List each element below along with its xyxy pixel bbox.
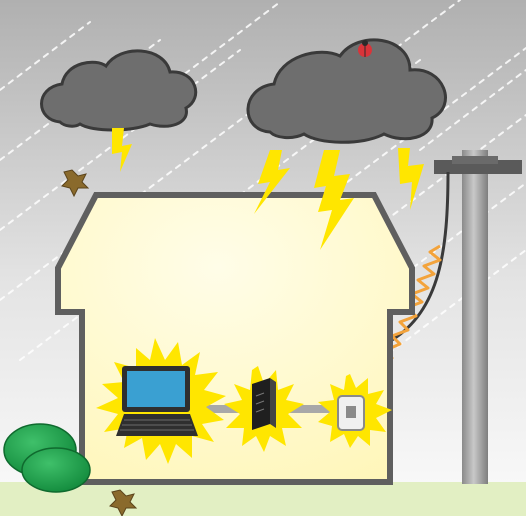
house xyxy=(55,192,415,485)
leaf-icon xyxy=(61,169,90,198)
grass xyxy=(0,482,526,516)
lightning-bolt-icon xyxy=(112,128,424,250)
utility-pole-icon xyxy=(434,150,522,484)
storm-cloud-icon xyxy=(246,38,447,144)
ladybug-icon xyxy=(358,40,372,57)
wall-outlet-icon xyxy=(337,395,365,431)
storm-cloud-icon xyxy=(40,49,198,132)
bush-icon xyxy=(3,423,91,493)
router-icon xyxy=(252,378,276,430)
laptop-icon xyxy=(116,366,198,436)
leaf-icon xyxy=(109,489,138,516)
